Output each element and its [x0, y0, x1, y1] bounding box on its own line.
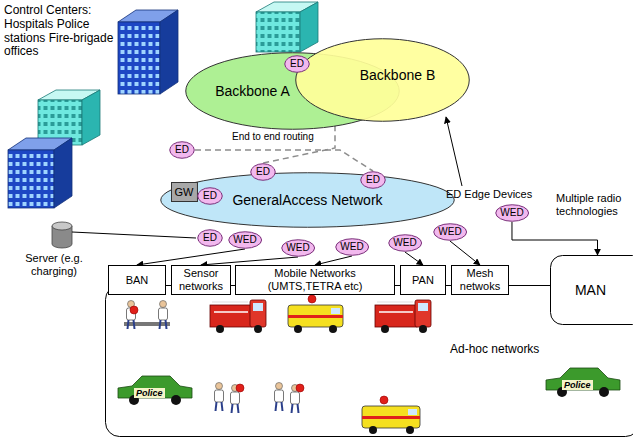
- node-text: PAN: [412, 274, 434, 287]
- edge-device: ED: [197, 187, 223, 205]
- node-text: WED: [438, 226, 461, 238]
- network-box: PAN: [400, 265, 446, 295]
- wireless-edge-device: WED: [228, 231, 262, 249]
- edge-device: ED: [197, 229, 223, 247]
- medic-group: [275, 383, 305, 414]
- network-box: Mesh netwoks: [451, 265, 509, 295]
- arrow-connector: [315, 256, 352, 265]
- network-box: MAN: [550, 255, 633, 325]
- network-box: BAN: [108, 265, 166, 295]
- node-text: WED: [233, 234, 256, 246]
- node-text: WED: [340, 241, 363, 253]
- wireless-edge-device: WED: [495, 204, 529, 222]
- arrow-connector: [512, 222, 598, 255]
- ambulance: [288, 295, 343, 333]
- node-text: Sensor networks: [173, 267, 229, 292]
- building: [256, 2, 318, 52]
- medic-group: [215, 383, 245, 414]
- wireless-edge-device: WED: [388, 234, 422, 252]
- node-text: Ad-hoc networks: [450, 343, 539, 357]
- routing-label: End to end routing: [232, 131, 314, 143]
- control-centers-label: Control Centers: Hospitals Police statio…: [4, 4, 116, 59]
- node-text: ED: [203, 190, 217, 202]
- edge-device: ED: [360, 171, 386, 189]
- node-text: ED: [203, 232, 217, 244]
- network-box: Mobile Networks (UMTS,TETRA etc): [235, 265, 395, 295]
- building: [8, 138, 72, 208]
- node-text: BAN: [126, 274, 149, 287]
- police-car: [546, 368, 620, 397]
- radio-label: Multiple radio technologies: [556, 192, 628, 217]
- wireless-edge-device: WED: [335, 238, 369, 256]
- patient-group: [124, 301, 170, 330]
- edge-devices-label: ED Edge Devices: [446, 188, 532, 201]
- building: [118, 10, 178, 94]
- node-text: ED: [366, 174, 380, 186]
- node-text: ED: [175, 144, 189, 156]
- node-text: GW: [175, 186, 194, 199]
- network-box: Sensor networks: [171, 265, 231, 295]
- wireless-edge-device: WED: [281, 239, 315, 257]
- node-text: WED: [500, 207, 523, 219]
- server-icon: [52, 222, 72, 248]
- wireless-edge-device: WED: [433, 223, 467, 241]
- gateway-box: GW: [171, 182, 198, 202]
- ambulance: [362, 396, 420, 434]
- edge-device: ED: [250, 163, 276, 181]
- node-text: WED: [286, 242, 309, 254]
- backbone-ellipse: Backbone B: [295, 38, 470, 122]
- edge-device: ED: [284, 55, 310, 73]
- edge-device: ED: [169, 141, 195, 159]
- arrow-connector: [405, 252, 423, 265]
- dashed-route: [195, 150, 373, 171]
- server-label: Server (e.g. charging): [4, 252, 104, 277]
- server-link: [72, 232, 196, 238]
- node-text: Mobile Networks (UMTS,TETRA etc): [237, 267, 393, 292]
- node-text: ED: [256, 166, 270, 178]
- fire-truck: [375, 300, 431, 333]
- node-text: MAN: [575, 282, 606, 298]
- arrow-connector: [450, 241, 480, 265]
- vehicle-text: Police: [562, 380, 593, 390]
- building: [38, 90, 100, 145]
- leader-arrow: [446, 117, 462, 186]
- node-text: Backbone B: [360, 67, 436, 83]
- police-car: [118, 376, 192, 405]
- node-text: WED: [393, 237, 416, 249]
- node-text: GeneralAccess Network: [232, 192, 382, 208]
- node-text: Mesh netwoks: [453, 267, 507, 292]
- node-text: Backbone A: [215, 83, 290, 99]
- vehicle-text: Police: [134, 388, 165, 398]
- arrow-connector: [201, 257, 298, 265]
- fire-truck: [210, 300, 266, 333]
- node-text: ED: [290, 58, 304, 70]
